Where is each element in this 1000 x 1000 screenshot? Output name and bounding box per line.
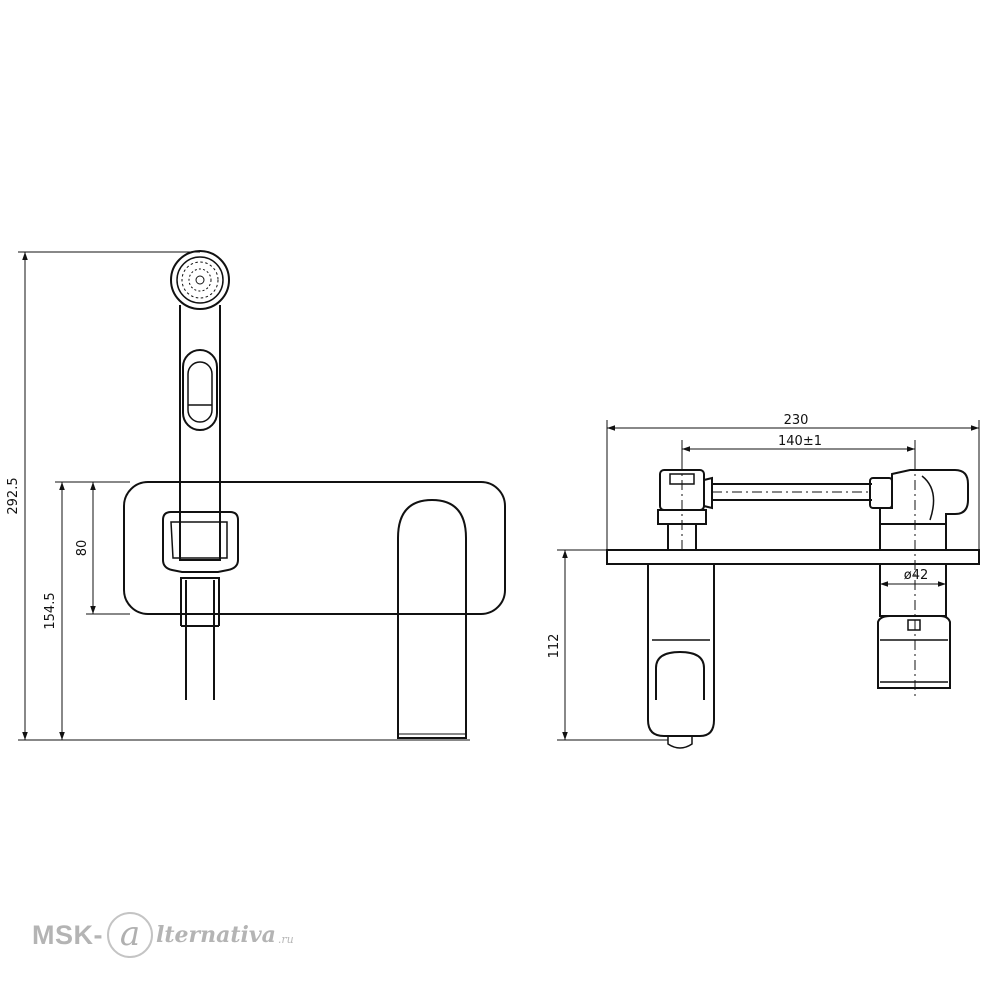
dim-outlet-height: 154.5 (43, 592, 58, 629)
dim-plate-height: 80 (75, 540, 90, 557)
connecting-pipe (703, 476, 872, 510)
shower-holder (162, 511, 239, 573)
spout (397, 498, 467, 739)
dim-overall-width: 230 (784, 413, 809, 428)
front-view (123, 250, 506, 739)
shower-head-outer (170, 250, 230, 310)
dim-overall-height: 292.5 (6, 477, 21, 514)
side-dimensions (557, 420, 980, 741)
hose (180, 577, 220, 700)
side-wall-plate (606, 549, 980, 565)
watermark-tld: .ru (277, 933, 294, 946)
right-valve (869, 460, 969, 700)
watermark-brand: MSK- (32, 919, 103, 950)
right-cartridge (877, 563, 951, 689)
dim-cartridge-diameter: ø42 (904, 568, 929, 583)
left-inlet (657, 460, 707, 551)
front-dimensions (18, 251, 470, 741)
hand-shower (170, 250, 230, 561)
dim-depth: 112 (547, 634, 562, 659)
site-watermark: MSK- a lternativa .ru (32, 910, 294, 960)
wall-plate (123, 481, 506, 615)
watermark-name: lternativa (156, 922, 276, 948)
shower-trigger (182, 349, 218, 431)
side-view (606, 460, 980, 749)
watermark-logo-icon: a (107, 912, 153, 958)
side-spout (647, 564, 715, 749)
dim-inlet-spacing: 140±1 (778, 434, 822, 449)
